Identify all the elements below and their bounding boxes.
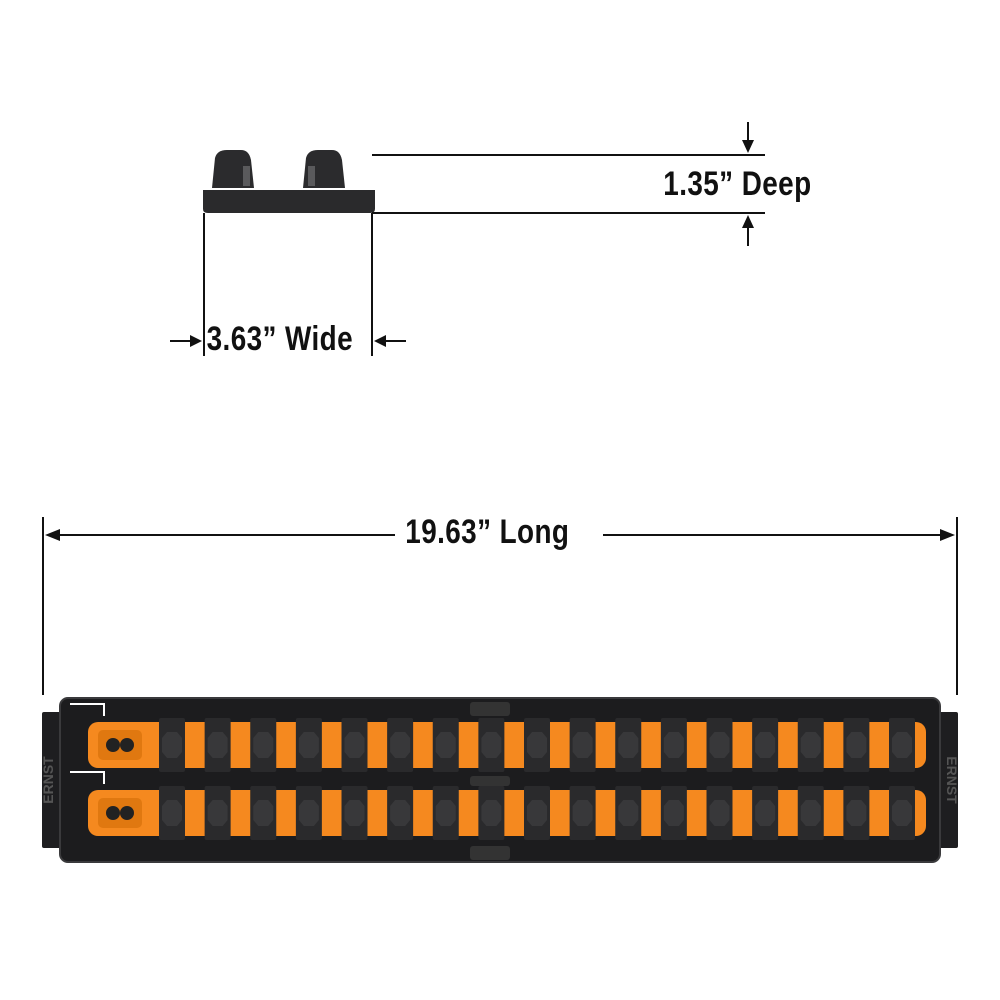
center-clip <box>470 702 510 716</box>
brand-logo: ERNST <box>944 756 960 804</box>
clip-post <box>892 732 912 758</box>
clip-post <box>298 800 319 826</box>
rail-bracket-outline <box>70 771 105 784</box>
clip-post <box>663 800 684 826</box>
arrow-right-icon <box>940 529 955 541</box>
clip-post <box>162 732 182 758</box>
clip-post <box>800 732 821 758</box>
center-clip <box>470 776 510 786</box>
clip-post <box>709 800 730 826</box>
lock-hole <box>106 806 120 820</box>
clip-post <box>253 800 274 826</box>
lock-hole <box>120 806 134 820</box>
depth-label: 1.35” Deep <box>660 165 815 204</box>
clip-post <box>755 732 776 758</box>
arrow-right-icon <box>190 335 202 347</box>
arrow-down-icon <box>742 140 754 153</box>
clip-post <box>435 800 456 826</box>
width-label: 3.63” Wide <box>205 320 355 359</box>
clip-post <box>481 732 502 758</box>
length-dimension-lines <box>42 517 958 695</box>
clip-post <box>663 732 684 758</box>
rail-bracket-outline <box>70 703 105 716</box>
tray-end-view <box>203 150 375 213</box>
clip-post <box>344 732 365 758</box>
clip-post <box>390 800 411 826</box>
clip-post <box>527 732 547 758</box>
clip-post <box>846 732 867 758</box>
clip-post <box>207 732 228 758</box>
center-clip <box>470 846 510 860</box>
clip-post <box>481 800 502 826</box>
clip-post <box>344 800 365 826</box>
arrow-left-icon <box>45 529 60 541</box>
clip-post <box>892 800 912 826</box>
width-dimension-lines <box>170 213 406 356</box>
clip-post <box>709 732 730 758</box>
length-label: 19.63” Long <box>402 513 573 552</box>
clip-post <box>572 732 593 758</box>
clip-post <box>390 732 411 758</box>
clip-post <box>253 732 274 758</box>
clip-post <box>527 800 547 826</box>
clip-post <box>207 800 228 826</box>
clip-post <box>618 800 639 826</box>
brand-logo: ERNST <box>40 756 56 804</box>
clip-post <box>298 732 319 758</box>
clip-post <box>618 732 639 758</box>
clip-post <box>846 800 867 826</box>
clip-post <box>435 732 456 758</box>
clip-post <box>572 800 593 826</box>
arrow-up-icon <box>742 215 754 228</box>
arrow-left-icon <box>374 335 386 347</box>
lock-hole <box>106 738 120 752</box>
clip-post <box>755 800 776 826</box>
clip-post <box>162 800 182 826</box>
lock-hole <box>120 738 134 752</box>
clip-post <box>800 800 821 826</box>
